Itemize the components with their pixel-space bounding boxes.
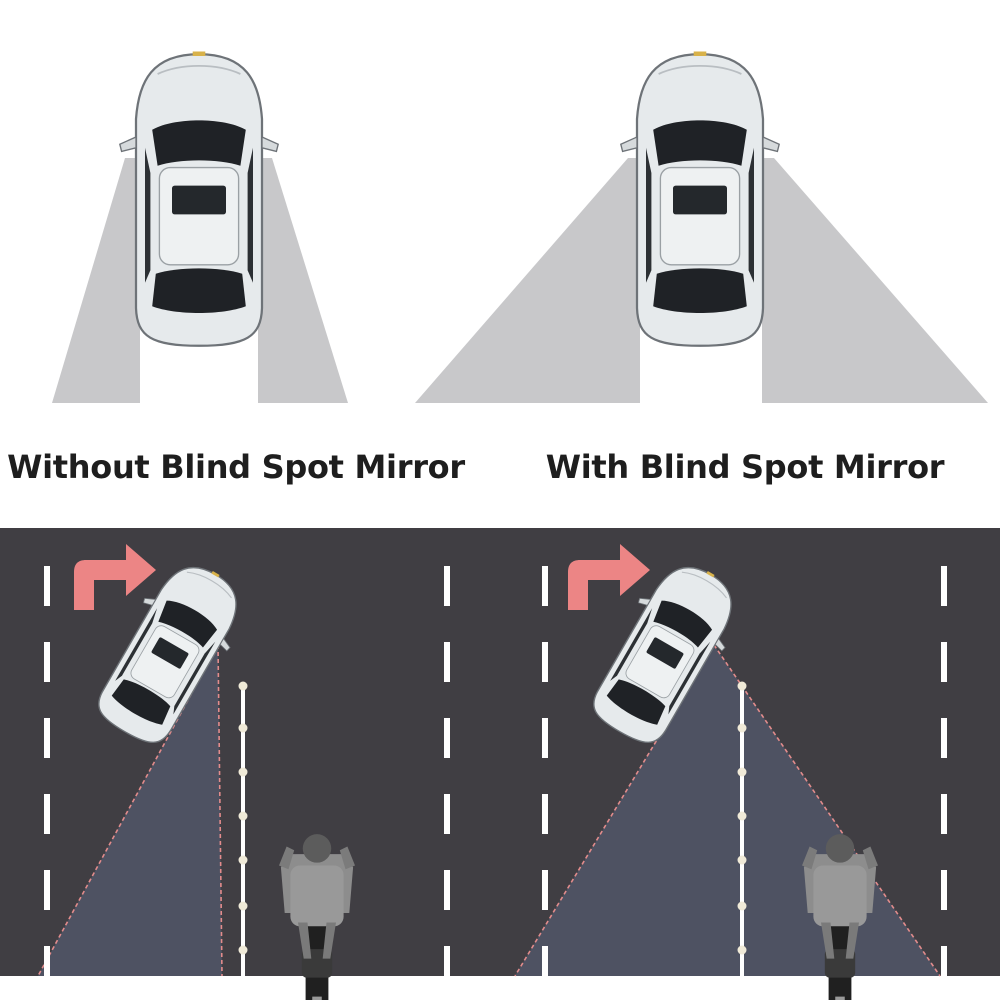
left-wide-view-cone bbox=[415, 158, 640, 403]
with-mirror-panel bbox=[415, 50, 988, 403]
right-wide-view-cone bbox=[762, 158, 988, 403]
caption-without-mirror: Without Blind Spot Mirror bbox=[7, 448, 465, 486]
left-solid-lane-line bbox=[238, 681, 248, 976]
car-top-view-icon bbox=[118, 50, 280, 347]
left-view-boundary-inner bbox=[217, 644, 223, 977]
left-view-cone bbox=[52, 158, 140, 403]
without-mirror-panel bbox=[52, 50, 348, 403]
left-road-view-area bbox=[38, 645, 222, 976]
right-solid-lane-line bbox=[737, 681, 747, 976]
car-top-view-icon bbox=[619, 50, 781, 347]
right-view-cone bbox=[258, 158, 348, 403]
caption-with-mirror: With Blind Spot Mirror bbox=[545, 448, 945, 486]
right-view-boundary-right bbox=[713, 644, 941, 977]
lane-markings bbox=[44, 566, 947, 976]
